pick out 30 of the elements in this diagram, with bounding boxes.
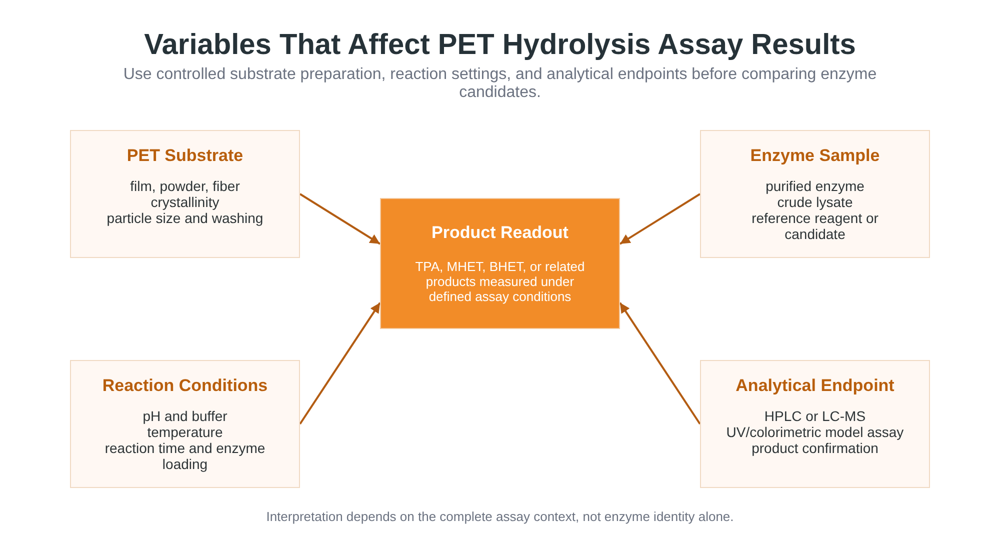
factor-card — [70, 130, 300, 258]
card-heading: Reaction Conditions — [102, 376, 268, 396]
factor-card — [700, 130, 930, 258]
card-text: reaction time and enzyme loading — [104, 440, 266, 472]
subtitle: Use controlled substrate preparation, reaction settings, and analytical endpoints before comparing enzyme candidates. — [122, 66, 878, 102]
card-text: product confirmation — [752, 440, 878, 456]
diagram-title: Variables That Affect PET Hydrolysis Assay Results — [143, 28, 857, 62]
arrow — [619, 302, 701, 425]
arrow — [299, 193, 381, 245]
arrow — [299, 302, 381, 425]
card-heading: Product Readout — [432, 223, 568, 243]
card-text: TPA, MHET, BHET, or related products measured under defined assay conditions — [414, 259, 586, 304]
card-text: pH and buffer — [142, 408, 228, 424]
card-text: particle size and washing — [106, 210, 264, 226]
card-text: UV/colorimetric model assay — [726, 424, 904, 440]
card-heading: Enzyme Sample — [750, 146, 880, 166]
arrow — [619, 193, 701, 245]
card-text: HPLC or LC-MS — [764, 408, 866, 424]
card-text: crude lysate — [777, 194, 853, 210]
factor-card — [70, 360, 300, 488]
card-text: temperature — [147, 424, 223, 440]
card-text: reference reagent or candidate — [750, 210, 880, 242]
card-text: crystallinity — [150, 194, 220, 210]
footnote: Interpretation depends on the complete assay context, not enzyme identity alone. — [265, 509, 735, 525]
factor-card — [700, 360, 930, 488]
card-heading: Analytical Endpoint — [736, 376, 894, 396]
card-heading: PET Substrate — [126, 146, 244, 166]
readout-box — [380, 198, 620, 329]
card-text: film, powder, fiber — [130, 178, 240, 194]
card-text: purified enzyme — [766, 178, 864, 194]
